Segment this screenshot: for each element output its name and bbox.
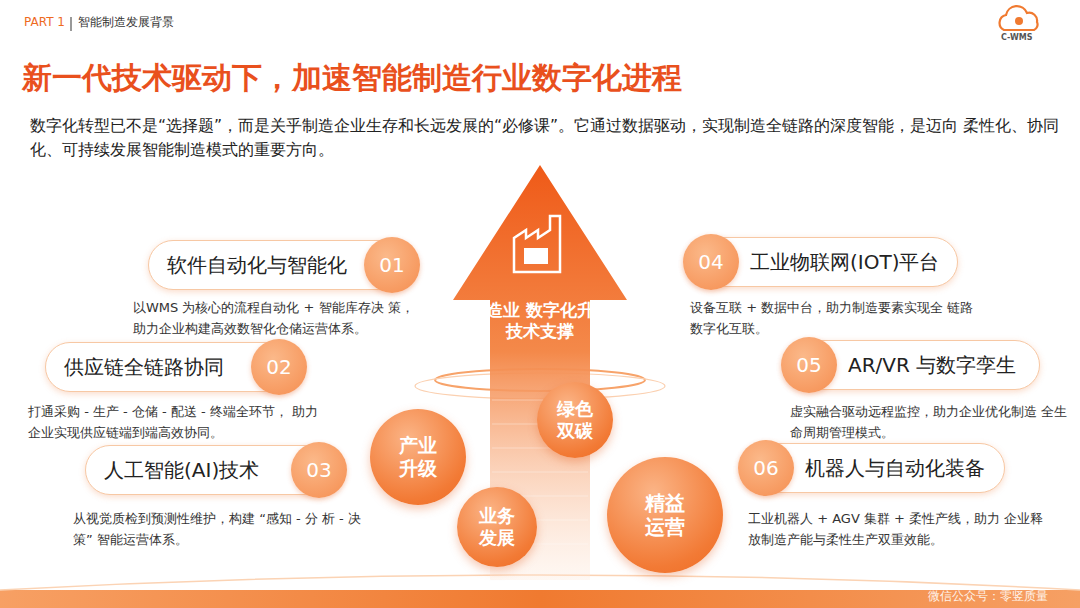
node-text: 制造业 数字化升级 技术支撑 [440,300,640,343]
technology-pill: 软件自动化与智能化 01 [148,240,416,290]
watermark: 微信公众号：零竖质量 [928,589,1048,605]
technology-pill: 供应链全链路协同 02 [45,342,303,392]
callout-number: 04 [683,234,739,290]
node-text: 业务 发展 [476,505,517,548]
node-text: 绿色 双碳 [554,398,595,441]
description: 从视觉质检到预测性维护，构建 “感知 - 分 析 - 决策” 智能运营体系。 [73,509,363,551]
node-text: 工业物联网(IOT)平台 [750,249,939,276]
node-text: AR/VR 与数字孪生 [848,352,1016,379]
page-title: 新一代技术驱动下，加速智能制造行业数字化进程 [22,58,682,99]
callout-number: 02 [251,339,307,395]
description: 以WMS 为核心的流程自动化 + 智能库存决 策，助力企业构建高效数智化仓储运营… [133,298,423,340]
technology-pill: AR/VR 与数字孪生 05 [783,340,1040,390]
technology-pill: 机器人与自动化装备 06 [740,443,1005,493]
callout-number: 01 [364,237,420,293]
technology-pill: 工业物联网(IOT)平台 04 [685,237,958,287]
factory-icon [514,216,560,272]
goal-circle: 绿色 双碳 [537,382,613,458]
goal-circle: 产业 升级 [370,409,466,505]
separator-bar [70,17,71,31]
node-text: 人工智能(AI)技术 [104,457,259,484]
intro-text: 数字化转型已不是“选择题”，而是关乎制造企业生存和长远发展的“必修课”。它通过数… [30,114,1065,162]
node-text: 精益 运营 [642,491,688,539]
description: 打通采购 - 生产 - 仓储 - 配送 - 终端全环节， 助力企业实现供应链端到… [28,402,328,444]
callout-number: 03 [291,442,347,498]
description: 设备互联 + 数据中台，助力制造要素实现全 链路数字化互联。 [690,298,980,340]
node-text: 06 [753,456,778,480]
node-text: 软件自动化与智能化 [167,252,347,279]
logo-text: C-WMS [1001,33,1033,43]
callout-number: 06 [738,440,794,496]
step-line [492,472,588,473]
description: 虚实融合驱动远程监控，助力企业优化制造 全生命周期管理模式。 [790,402,1080,444]
section-name: 智能制造发展背景 [78,15,174,31]
part-number: PART 1 [24,15,65,31]
node-text: 03 [306,458,331,482]
goal-circle: 业务 发展 [457,487,537,567]
node-text: 02 [266,355,291,379]
goal-circle: 精益 运营 [607,457,723,573]
callout-number: 05 [781,337,837,393]
node-text: 机器人与自动化装备 [805,455,985,482]
logo-cloud [1000,6,1038,30]
node-text: 04 [698,250,723,274]
arrow-body [453,165,627,580]
technology-pill: 人工智能(AI)技术 03 [85,445,343,495]
node-text: 供应链全链路协同 [64,354,224,381]
node-text: 产业 升级 [396,434,440,480]
bottom-band [0,590,1080,608]
description: 工业机器人 + AGV 集群 + 柔性产线，助力 企业释放制造产能与柔性生产双重… [748,509,1048,551]
node-text: 05 [796,353,821,377]
node-text: 01 [379,253,404,277]
